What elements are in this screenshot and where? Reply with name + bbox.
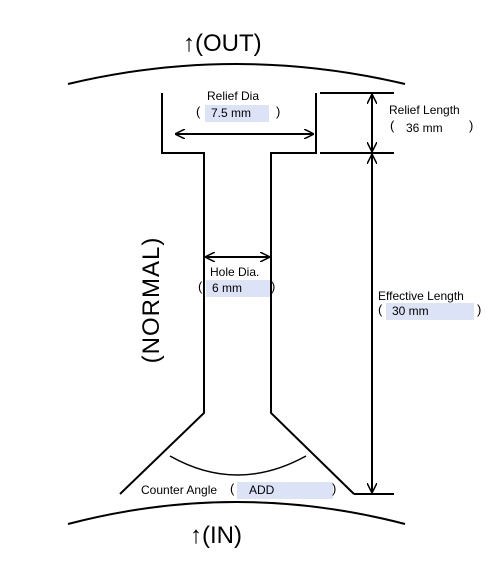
effective-length-paren-open: (: [378, 302, 383, 317]
hole-dia-label: Hole Dia.: [210, 265, 260, 279]
relief-length-label: Relief Length: [389, 103, 460, 117]
out-label: ↑(OUT): [183, 30, 262, 57]
effective-length-label: Effective Length: [378, 289, 464, 303]
in-label: ↑(IN): [190, 522, 242, 549]
relief-dia-paren-open: (: [196, 104, 201, 119]
relief-length-paren-close: ): [469, 118, 474, 133]
counter-angle-label: Counter Angle: [141, 483, 218, 497]
relief-length-paren-open: (: [390, 118, 395, 133]
counter-angle-field[interactable]: ADD: [237, 482, 333, 499]
outer-boundary-curve: [67, 63, 406, 85]
counter-angle-paren-close: ): [332, 481, 337, 496]
inner-boundary-curve: [67, 501, 406, 525]
relief-length-field[interactable]: 36 mm: [406, 121, 443, 135]
hole-dia-paren-close: ): [271, 279, 276, 294]
relief-dia-paren-close: ): [276, 104, 281, 119]
counter-angle-paren-open: (: [230, 481, 235, 496]
relief-dia-label: Relief Dia: [207, 89, 260, 103]
effective-length-field[interactable]: 30 mm: [386, 303, 474, 320]
counter-angle-arc: [169, 455, 307, 476]
hole-dia-field[interactable]: 6 mm: [206, 280, 270, 297]
normal-label: (NORMAL): [138, 236, 165, 364]
hole-dia-paren-open: (: [198, 279, 203, 294]
hole-profile-outline: [119, 93, 355, 495]
relief-dia-field[interactable]: 7.5 mm: [205, 105, 269, 122]
effective-length-paren-close: ): [477, 302, 482, 317]
